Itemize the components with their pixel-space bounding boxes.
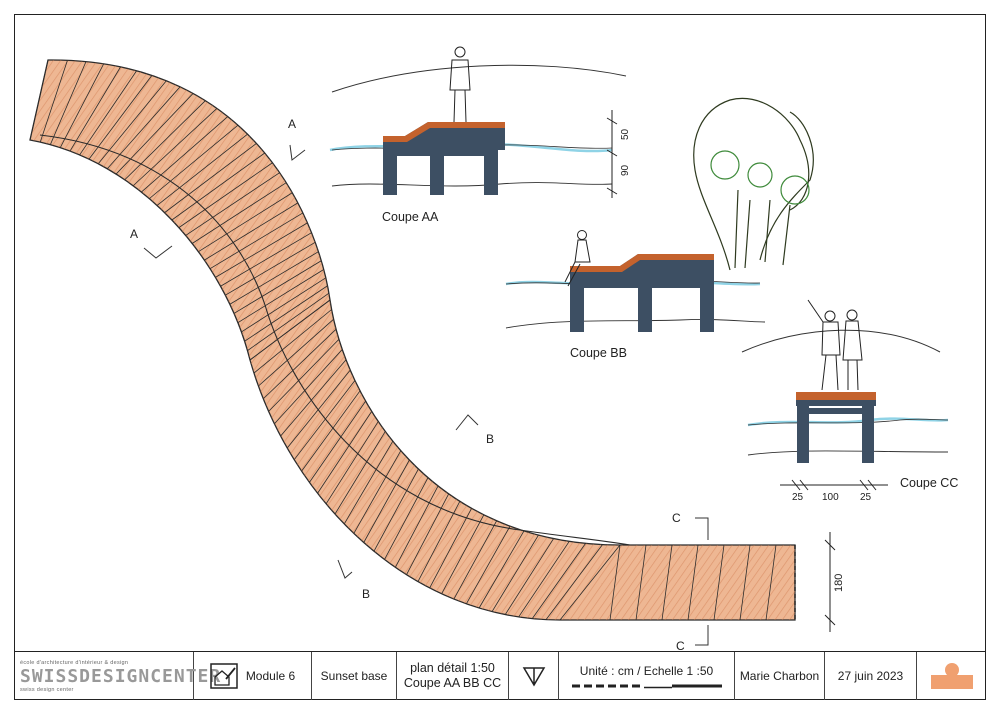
scale-bar-icon <box>571 684 722 688</box>
section-aa: 50 90 <box>329 46 631 198</box>
curved-deck-plan <box>29 59 796 621</box>
dimension-cc-right: 25 <box>860 492 872 503</box>
dimension-width <box>824 532 836 632</box>
dimension-cc-mid: 100 <box>822 492 839 503</box>
cut-label-a-top: A <box>288 117 296 131</box>
cut-marker-a-top <box>289 144 306 161</box>
module-label: Module 6 <box>245 669 296 683</box>
brand-mark-cell <box>917 652 986 700</box>
plan-cell: plan détail 1:50 Coupe AA BB CC <box>397 652 509 700</box>
sheet-frame <box>14 14 986 700</box>
cut-label-c-bottom: C <box>676 639 685 653</box>
title-block: école d'architecture d'intérieur & desig… <box>14 651 986 700</box>
cut-marker-b-top <box>455 414 479 431</box>
date-label: 27 juin 2023 <box>837 669 904 683</box>
author-label: Marie Charbon <box>739 669 820 683</box>
cut-label-b-bottom: B <box>362 587 370 601</box>
school-subtitle: swiss design center <box>20 686 74 693</box>
section-bb <box>505 230 766 332</box>
dimension-aa-lower: 90 <box>620 164 631 176</box>
section-label-cc: Coupe CC <box>900 476 958 490</box>
cut-label-a-bottom: A <box>130 227 138 241</box>
scale-label: Unité : cm / Echelle 1 :50 <box>579 663 714 678</box>
dimension-width-label: 180 <box>833 574 845 592</box>
project-label: Sunset base <box>320 669 388 683</box>
dimension-cc-left: 25 <box>792 492 804 503</box>
date-cell: 27 juin 2023 <box>825 652 917 700</box>
north-cell <box>509 652 559 700</box>
school-name: SWISSDESIGNCENTER <box>20 665 222 687</box>
cut-marker-c-bottom <box>695 625 709 646</box>
section-cc: 25 100 25 <box>741 299 949 503</box>
scale-cell: Unité : cm / Echelle 1 :50 <box>559 652 735 700</box>
brand-mark-icon <box>930 663 973 689</box>
project-cell: Sunset base <box>312 652 397 700</box>
cut-marker-b-bottom <box>337 559 353 579</box>
school-tagline: école d'architecture d'intérieur & desig… <box>20 659 129 666</box>
cut-marker-c-top <box>695 517 709 540</box>
module-cell: Module 6 <box>194 652 312 700</box>
trees-illustration <box>693 97 814 271</box>
author-cell: Marie Charbon <box>735 652 825 700</box>
cut-marker-a-bottom <box>143 245 173 259</box>
section-label-aa: Coupe AA <box>382 210 439 224</box>
deck-planks <box>29 59 777 621</box>
cut-label-b-top: B <box>486 432 494 446</box>
school-logo: école d'architecture d'intérieur & desig… <box>14 652 220 700</box>
cut-label-c-top: C <box>672 511 681 525</box>
house-drawing-icon <box>210 663 238 689</box>
plan-sections: Coupe AA BB CC <box>403 676 502 690</box>
plan-title: plan détail 1:50 <box>410 661 495 675</box>
dimension-aa-upper: 50 <box>620 128 631 140</box>
section-label-bb: Coupe BB <box>570 346 627 360</box>
north-arrow-icon <box>522 667 545 687</box>
